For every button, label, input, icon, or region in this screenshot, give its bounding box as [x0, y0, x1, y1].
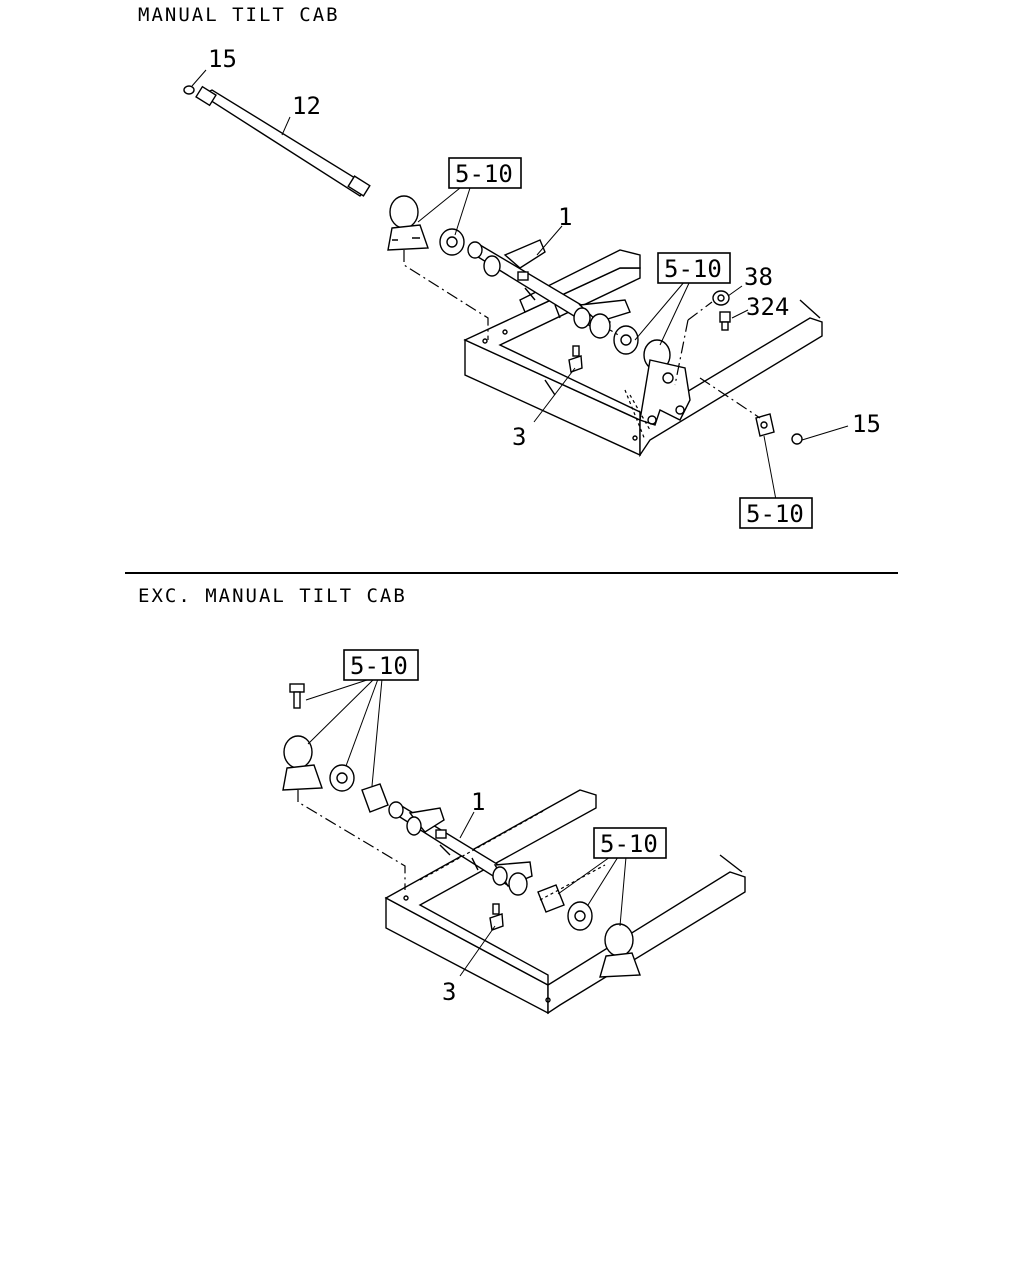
right-sleeve-lower [537, 884, 565, 913]
callout-3-lower: 3 [442, 978, 456, 1006]
left-bushing-lower [329, 764, 355, 792]
callout-5-10-b: 5-10 [664, 255, 722, 283]
left-bracket [387, 195, 429, 251]
callout-12: 12 [292, 92, 321, 120]
bolt-3-lower [489, 903, 504, 931]
cross-tube-1-lower [388, 801, 533, 896]
callout-box-5-10-c [739, 497, 813, 529]
section-title-manual-tilt-cab: MANUAL TILT CAB [138, 4, 340, 26]
right-bushing-lower [567, 901, 593, 931]
callout-1: 1 [558, 203, 572, 231]
diagram-manual-tilt-cab: 15 12 5-10 1 5-10 38 324 3 15 5-10 [183, 45, 881, 529]
callout-5-10-c: 5-10 [746, 500, 804, 528]
callout-box-5-10-lower-a [343, 649, 419, 681]
bolt-324 [719, 311, 731, 331]
end-cap [755, 413, 775, 437]
callout-5-10-lower-b: 5-10 [600, 830, 658, 858]
callout-box-5-10-b [657, 252, 731, 284]
callout-15-right: 15 [852, 410, 881, 438]
right-lever-bracket [639, 359, 691, 426]
left-sleeve-lower [361, 783, 389, 813]
callout-5-10-lower-a: 5-10 [350, 652, 408, 680]
section-title-exc-manual-tilt-cab: EXC. MANUAL TILT CAB [138, 585, 407, 607]
left-bracket-lower [282, 735, 323, 791]
callout-5-10-a: 5-10 [455, 160, 513, 188]
callout-324: 324 [746, 293, 789, 321]
diagram-exc-manual-tilt-cab: 5-10 1 5-10 3 [282, 649, 746, 1015]
callout-15-left: 15 [208, 45, 237, 73]
callout-1-lower: 1 [471, 788, 485, 816]
callout-38: 38 [744, 263, 773, 291]
callout-3: 3 [512, 423, 526, 451]
right-bracket-lower [599, 923, 641, 978]
left-bushing [439, 228, 465, 256]
callout-box-5-10-lower-b [593, 827, 667, 859]
callout-box-5-10-a [448, 157, 522, 189]
cross-tube-1 [467, 239, 631, 339]
section-divider [125, 572, 898, 574]
bolt-upper-left [289, 683, 305, 709]
washer-15-left [183, 85, 195, 95]
torsion-bar-12 [195, 85, 371, 197]
nut-38 [712, 290, 730, 306]
frame-rails-lower [384, 789, 746, 1015]
bolt-3-top [568, 345, 583, 373]
washer-15-right [791, 433, 803, 445]
